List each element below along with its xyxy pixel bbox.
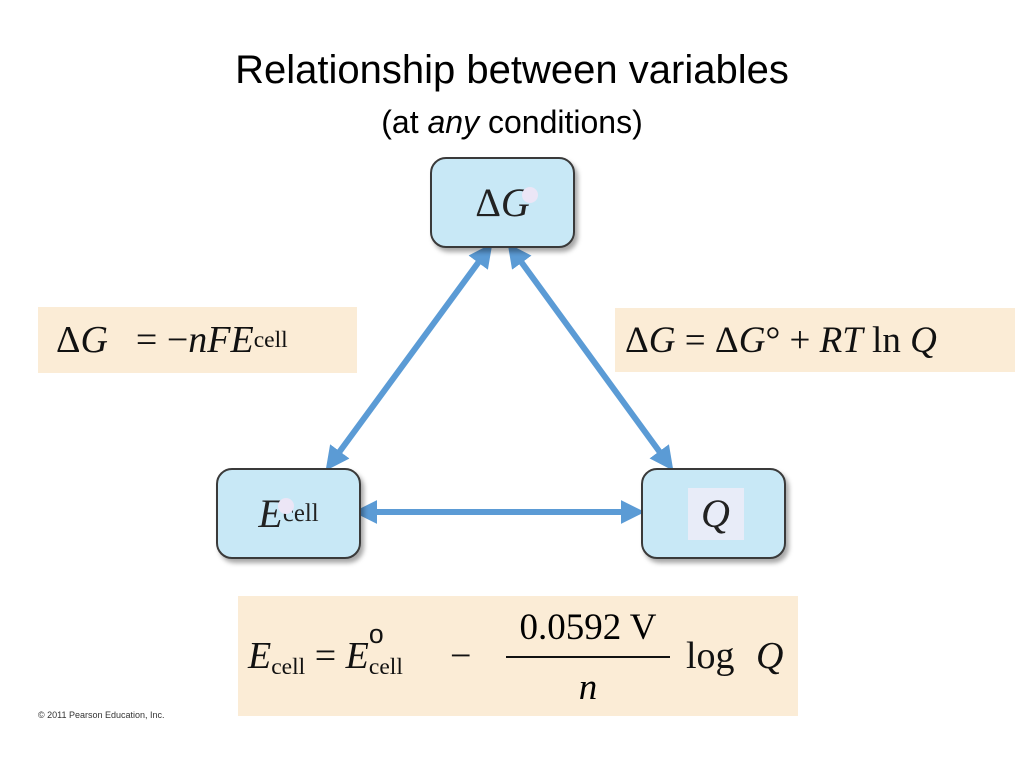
q-node: Q bbox=[641, 468, 786, 559]
copyright-notice: © 2011 Pearson Education, Inc. bbox=[38, 710, 165, 720]
page-title: Relationship between variables bbox=[235, 48, 789, 92]
nernst-fraction: 0.0592 V n bbox=[506, 606, 670, 709]
highlight-dot bbox=[278, 498, 294, 514]
arrow-g-to-e bbox=[325, 243, 493, 471]
arrow-g-to-q bbox=[507, 243, 674, 471]
page-subtitle: (at any conditions) bbox=[381, 104, 643, 140]
highlight-dot bbox=[522, 187, 538, 203]
q-label: Q bbox=[687, 487, 744, 540]
